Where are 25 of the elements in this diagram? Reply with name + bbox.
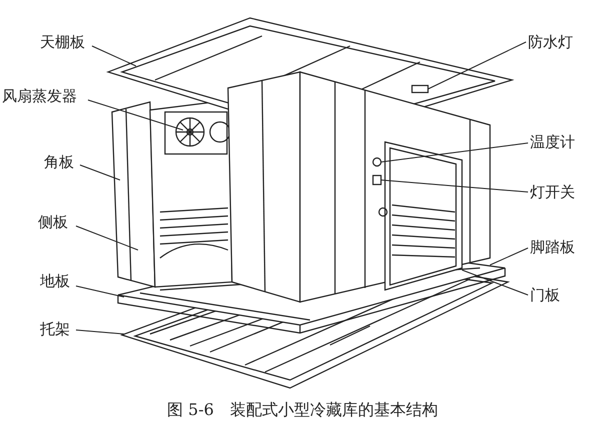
gauge-icon [372, 157, 382, 167]
lamp-icon [411, 84, 429, 94]
leader-line [490, 248, 528, 266]
leader-line [462, 270, 528, 296]
part-label: 天棚板 [40, 33, 85, 51]
leader-line [92, 46, 136, 66]
leader-line [80, 164, 120, 180]
part-label: 角板 [44, 153, 74, 171]
leader-line [380, 142, 528, 162]
part-label: 防水灯 [528, 33, 573, 51]
leader-line [380, 180, 528, 192]
part-label: 脚踏板 [530, 238, 575, 256]
switch-icon [372, 174, 382, 186]
figure-caption: 图 5-6 装配式小型冷藏库的基本结构 [167, 400, 438, 419]
part-label: 地板 [40, 272, 70, 290]
part-label: 风扇蒸发器 [2, 87, 77, 105]
part-label: 托架 [40, 320, 70, 338]
part-label: 灯开关 [530, 183, 575, 201]
leader-line [76, 286, 124, 298]
leader-line [88, 100, 184, 130]
part-label: 门板 [530, 286, 560, 304]
leader-line [76, 330, 124, 334]
part-label: 温度计 [530, 133, 575, 151]
part-label: 侧板 [38, 213, 68, 231]
leader-line [76, 226, 138, 250]
